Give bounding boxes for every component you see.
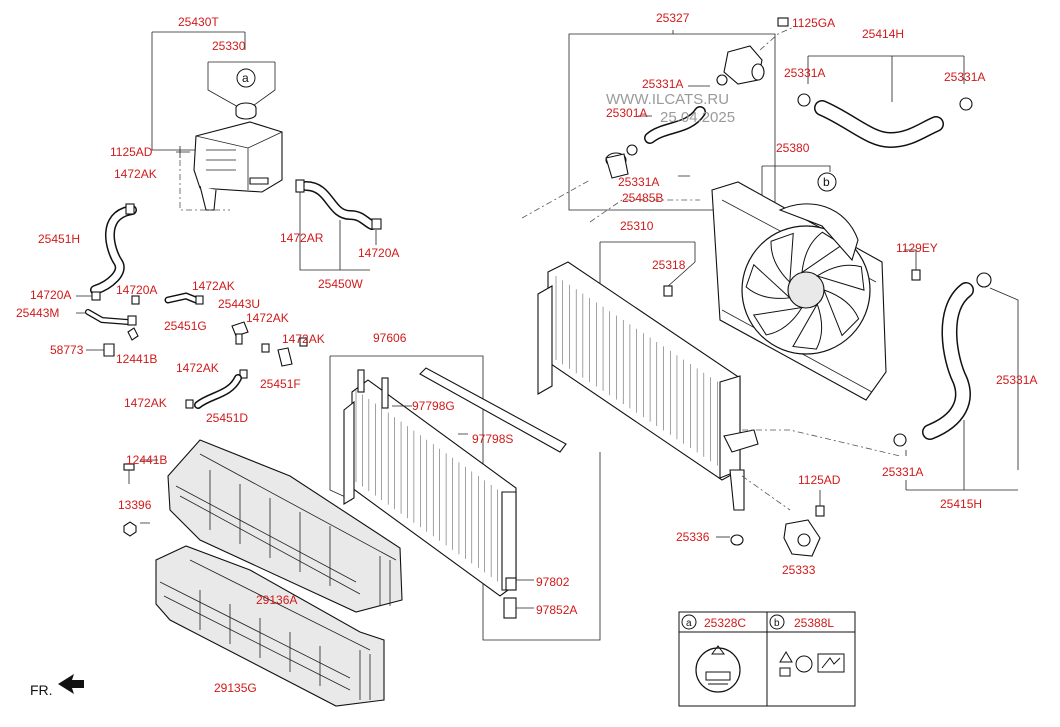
fan-warning-label-icon — [779, 651, 845, 677]
label-25301A[interactable]: 25301A — [606, 106, 647, 120]
label-25443M[interactable]: 25443M — [16, 306, 59, 320]
circle-b-label: b — [823, 175, 830, 189]
label-1472AR[interactable]: 1472AR — [280, 231, 324, 245]
legend-a-letter: a — [686, 618, 692, 629]
fan-blades — [745, 231, 865, 350]
label-97802[interactable]: 97802 — [536, 575, 570, 589]
front-direction-label: FR. — [30, 682, 53, 698]
label-1125AD[interactable]: 1125AD — [798, 473, 841, 487]
label-13396[interactable]: 13396 — [118, 498, 152, 512]
label-25451D[interactable]: 25451D — [206, 411, 248, 425]
label-25327[interactable]: 25327 — [656, 11, 690, 25]
label-97798S[interactable]: 97798S — [472, 432, 513, 446]
label-25451G[interactable]: 25451G — [164, 319, 207, 333]
label-25331A[interactable]: 25331A — [784, 66, 825, 80]
watermark: WWW.ILCATS.RU 25.04.2025 — [606, 91, 735, 126]
label-25451H[interactable]: 25451H — [38, 232, 80, 246]
label-1125AD[interactable]: 1125AD — [110, 145, 153, 159]
label-25380[interactable]: 25380 — [776, 141, 810, 155]
legend-box — [678, 611, 856, 707]
label-25333[interactable]: 25333 — [782, 563, 816, 577]
fan-blade — [792, 302, 823, 350]
fan-blade — [801, 231, 844, 274]
label-25331A[interactable]: 25331A — [642, 77, 683, 91]
air-guide-group — [123, 439, 403, 707]
label-14720A[interactable]: 14720A — [30, 288, 71, 302]
label-97852A[interactable]: 97852A — [536, 603, 577, 617]
label-25443U[interactable]: 25443U — [218, 297, 260, 311]
label-25310[interactable]: 25310 — [620, 219, 654, 233]
small-hoses-group — [76, 291, 308, 409]
fan-shroud-group — [711, 165, 921, 401]
label-25331A[interactable]: 25331A — [882, 465, 923, 479]
reservoir-group — [90, 31, 382, 295]
lower-hose-group — [783, 272, 1019, 557]
label-25330[interactable]: 25330 — [212, 39, 246, 53]
warning-cap-icon — [695, 647, 741, 693]
label-97798G[interactable]: 97798G — [412, 399, 455, 413]
label-25331A[interactable]: 25331A — [944, 70, 985, 84]
upper-hose-group — [797, 55, 973, 149]
label-1472AK[interactable]: 1472AK — [282, 332, 325, 346]
label-25451F[interactable]: 25451F — [260, 377, 301, 391]
label-1472AK[interactable]: 1472AK — [114, 167, 157, 181]
label-25414H[interactable]: 25414H — [862, 27, 904, 41]
label-25318[interactable]: 25318 — [652, 258, 686, 272]
label-29135G[interactable]: 29135G — [214, 681, 257, 695]
watermark-line2: 25.04.2025 — [660, 109, 735, 126]
label-1129EY[interactable]: 1129EY — [896, 241, 938, 255]
label-14720A[interactable]: 14720A — [358, 246, 399, 260]
label-97606[interactable]: 97606 — [373, 331, 407, 345]
fan-blade — [816, 264, 865, 291]
label-25331A[interactable]: 25331A — [618, 175, 659, 189]
label-25336[interactable]: 25336 — [676, 530, 710, 544]
label-12441B[interactable]: 12441B — [126, 453, 167, 467]
label-25430T[interactable]: 25430T — [178, 15, 219, 29]
condenser-group — [329, 355, 601, 641]
water-outlet-group — [568, 17, 797, 211]
label-1472AK[interactable]: 1472AK — [246, 311, 289, 325]
label-25485B[interactable]: 25485B — [622, 191, 663, 205]
label-58773[interactable]: 58773 — [50, 343, 84, 357]
front-arrow — [58, 674, 84, 694]
label-1125GA[interactable]: 1125GA — [792, 16, 835, 30]
label-25415H[interactable]: 25415H — [940, 497, 982, 511]
fan-blade — [770, 232, 794, 284]
fan-blade — [745, 263, 791, 299]
label-12441B[interactable]: 12441B — [116, 352, 157, 366]
label-1472AK[interactable]: 1472AK — [124, 396, 167, 410]
label-29136A[interactable]: 29136A — [256, 593, 297, 607]
legend-b-letter: b — [774, 618, 780, 629]
label-25450W[interactable]: 25450W — [318, 277, 363, 291]
label-1472AK[interactable]: 1472AK — [192, 279, 235, 293]
fan-blade — [823, 289, 860, 337]
label-14720A[interactable]: 14720A — [116, 283, 157, 297]
part-labels: 25430T 25330 a 1125AD 1472AK 25451H 1472… — [16, 11, 1037, 698]
label-25331A[interactable]: 25331A — [996, 373, 1037, 387]
watermark-line1: WWW.ILCATS.RU — [606, 91, 729, 108]
legend-b-code[interactable]: 25388L — [794, 616, 834, 630]
circle-a-label: a — [242, 71, 249, 85]
legend-a-code[interactable]: 25328C — [704, 616, 746, 630]
fan-blade — [752, 306, 803, 336]
label-1472AK[interactable]: 1472AK — [176, 361, 219, 375]
radiator-group — [521, 179, 901, 546]
